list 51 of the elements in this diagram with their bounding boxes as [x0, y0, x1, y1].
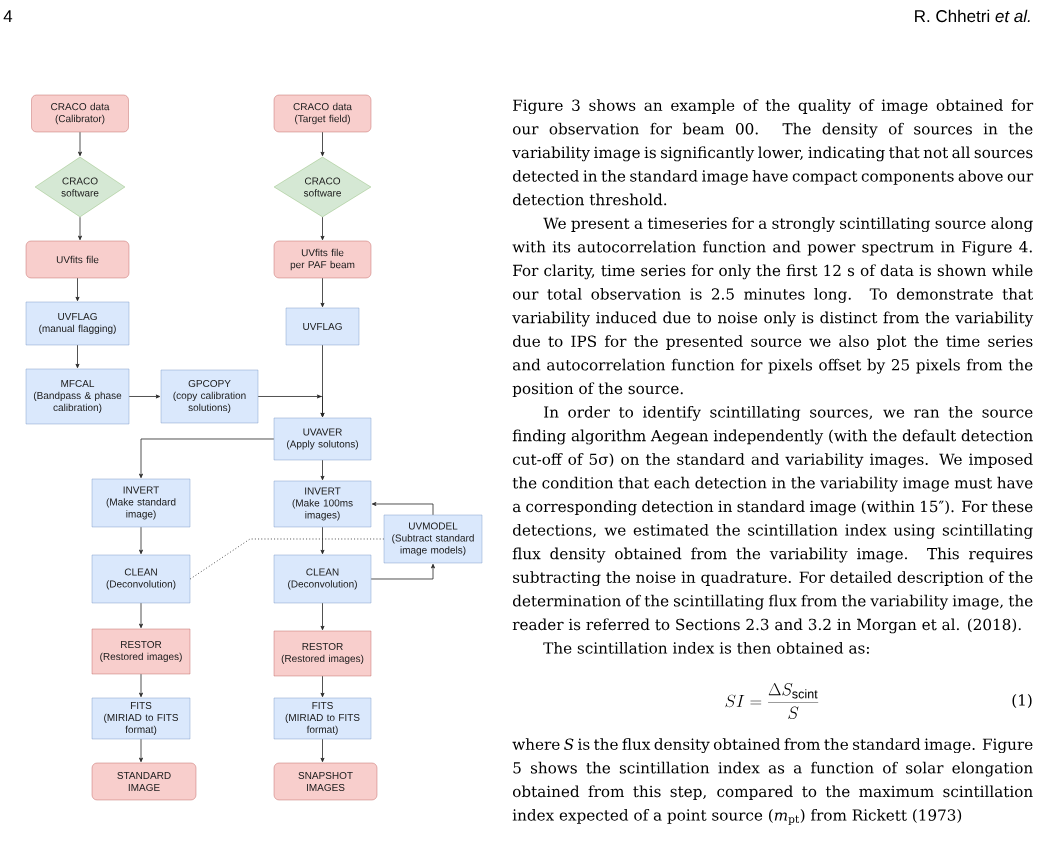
arrow: [320, 216, 325, 241]
arrow: [370, 563, 435, 580]
dotted-line: [189, 538, 385, 580]
process-box: INVERT (Make standard image): [91, 478, 191, 528]
arrow: [320, 602, 325, 631]
process-box: RESTOR (Restored images): [91, 628, 191, 675]
arrow: [78, 131, 82, 157]
arrow: [320, 344, 325, 418]
process-box: GPCOPY (copy calibration solutions): [160, 369, 259, 424]
process-box: INVERT (Make 100ms images): [273, 480, 372, 528]
arrow: [320, 526, 325, 555]
arrow: [371, 502, 434, 516]
arrow: [139, 526, 143, 555]
arrow: [320, 277, 325, 308]
terminal-box: SNAPSHOT IMAGES: [273, 762, 378, 801]
arrow: [75, 344, 80, 369]
arrow: [139, 738, 143, 763]
arrow: [128, 394, 161, 399]
body-paragraph: The scintillation index is then obtained as:: [543, 642, 869, 654]
equation: $SI = \frac{\Delta S_{\mathrm{scint}}}{S}$: [725, 682, 819, 720]
process-box: UVFLAG: [285, 307, 360, 346]
process-box: RESTOR (Restored images): [273, 630, 372, 677]
process-box: UVAVER (Apply solutons): [273, 417, 372, 461]
body-paragraph: Figure 3 shows an example of the quality of image obtained for our observation for beam 00. The density of sources in the variability image is significantly lower, indicating that not all sources detected in the standard image have compact components above our detection threshold.: [512, 99, 1034, 206]
body-paragraph: In order to identify scintillating sources, we ran the source finding algorithm Aegean independently (with the default detection cut-off of 5σ) on the standard and variability images. We imposed the condition that each detection in the variability image must have a corresponding detection in standard image (within 15″). For these detections, we estimated the scintillation index using scintillating flux density obtained from the variability image. This requires subtracting the noise in quadrature. For detailed description of the determination of the scintillating flux from the variability image, the reader is referred to Sections 2.3 and 3.2 in Morgan et al. (2018).: [512, 406, 1033, 634]
page-number: 4: [3, 10, 13, 22]
equation-number: (1): [1012, 694, 1032, 708]
body-paragraph: where S is the flux density obtained from the standard image. Figure 5 shows the scintillation index as a function of solar elongation obtained from this step, compared to the maximum scintillation index expected of a point source (m$_{pt}$) from Rickett (1973): [512, 738, 1033, 826]
process-box: CLEAN (Deconvolution): [273, 554, 372, 604]
arrow: [139, 602, 143, 629]
arrow: [320, 131, 325, 157]
arrow: [75, 277, 80, 302]
arrow: [139, 673, 143, 698]
arrow: [320, 675, 325, 698]
arrow: [320, 738, 325, 763]
arrow: [320, 459, 325, 481]
terminal-box: UVfits file per PAF beam: [273, 240, 372, 279]
terminal-box: UVfits file: [25, 240, 130, 279]
process-box: FITS (MIRIAD to FITS format): [91, 697, 191, 740]
process-box: MFCAL (Bandpass & phase calibration): [25, 368, 130, 425]
terminal-box: STANDARD IMAGE: [91, 762, 197, 801]
terminal-box: CRACO data (Target field): [273, 94, 372, 133]
process-box: FITS (MIRIAD to FITS format): [273, 697, 372, 740]
body-paragraph: We present a timeseries for a strongly scintillating source along with its autocorrelation function and power spectrum in Figure 4. For clarity, time series for only the first 12 s of data is shown while our total observation is 2.5 minutes long. To demonstrate that variability induced due to noise only is distinct from the variability due to IPS for the presented source we also plot the time series and autocorrelation function for pixels offset by 25 pixels from the position of the source.: [512, 217, 1034, 398]
terminal-box: CRACO data (Calibrator): [31, 94, 129, 133]
process-box: UVFLAG (manual flagging): [25, 301, 130, 346]
running-header: R. Chhetri et al.: [915, 9, 1030, 23]
arrow: [78, 216, 82, 241]
arrow: [139, 438, 275, 479]
process-box: UVMODEL (Subtract standard image models): [383, 514, 483, 564]
process-box: CLEAN (Deconvolution): [91, 554, 191, 604]
